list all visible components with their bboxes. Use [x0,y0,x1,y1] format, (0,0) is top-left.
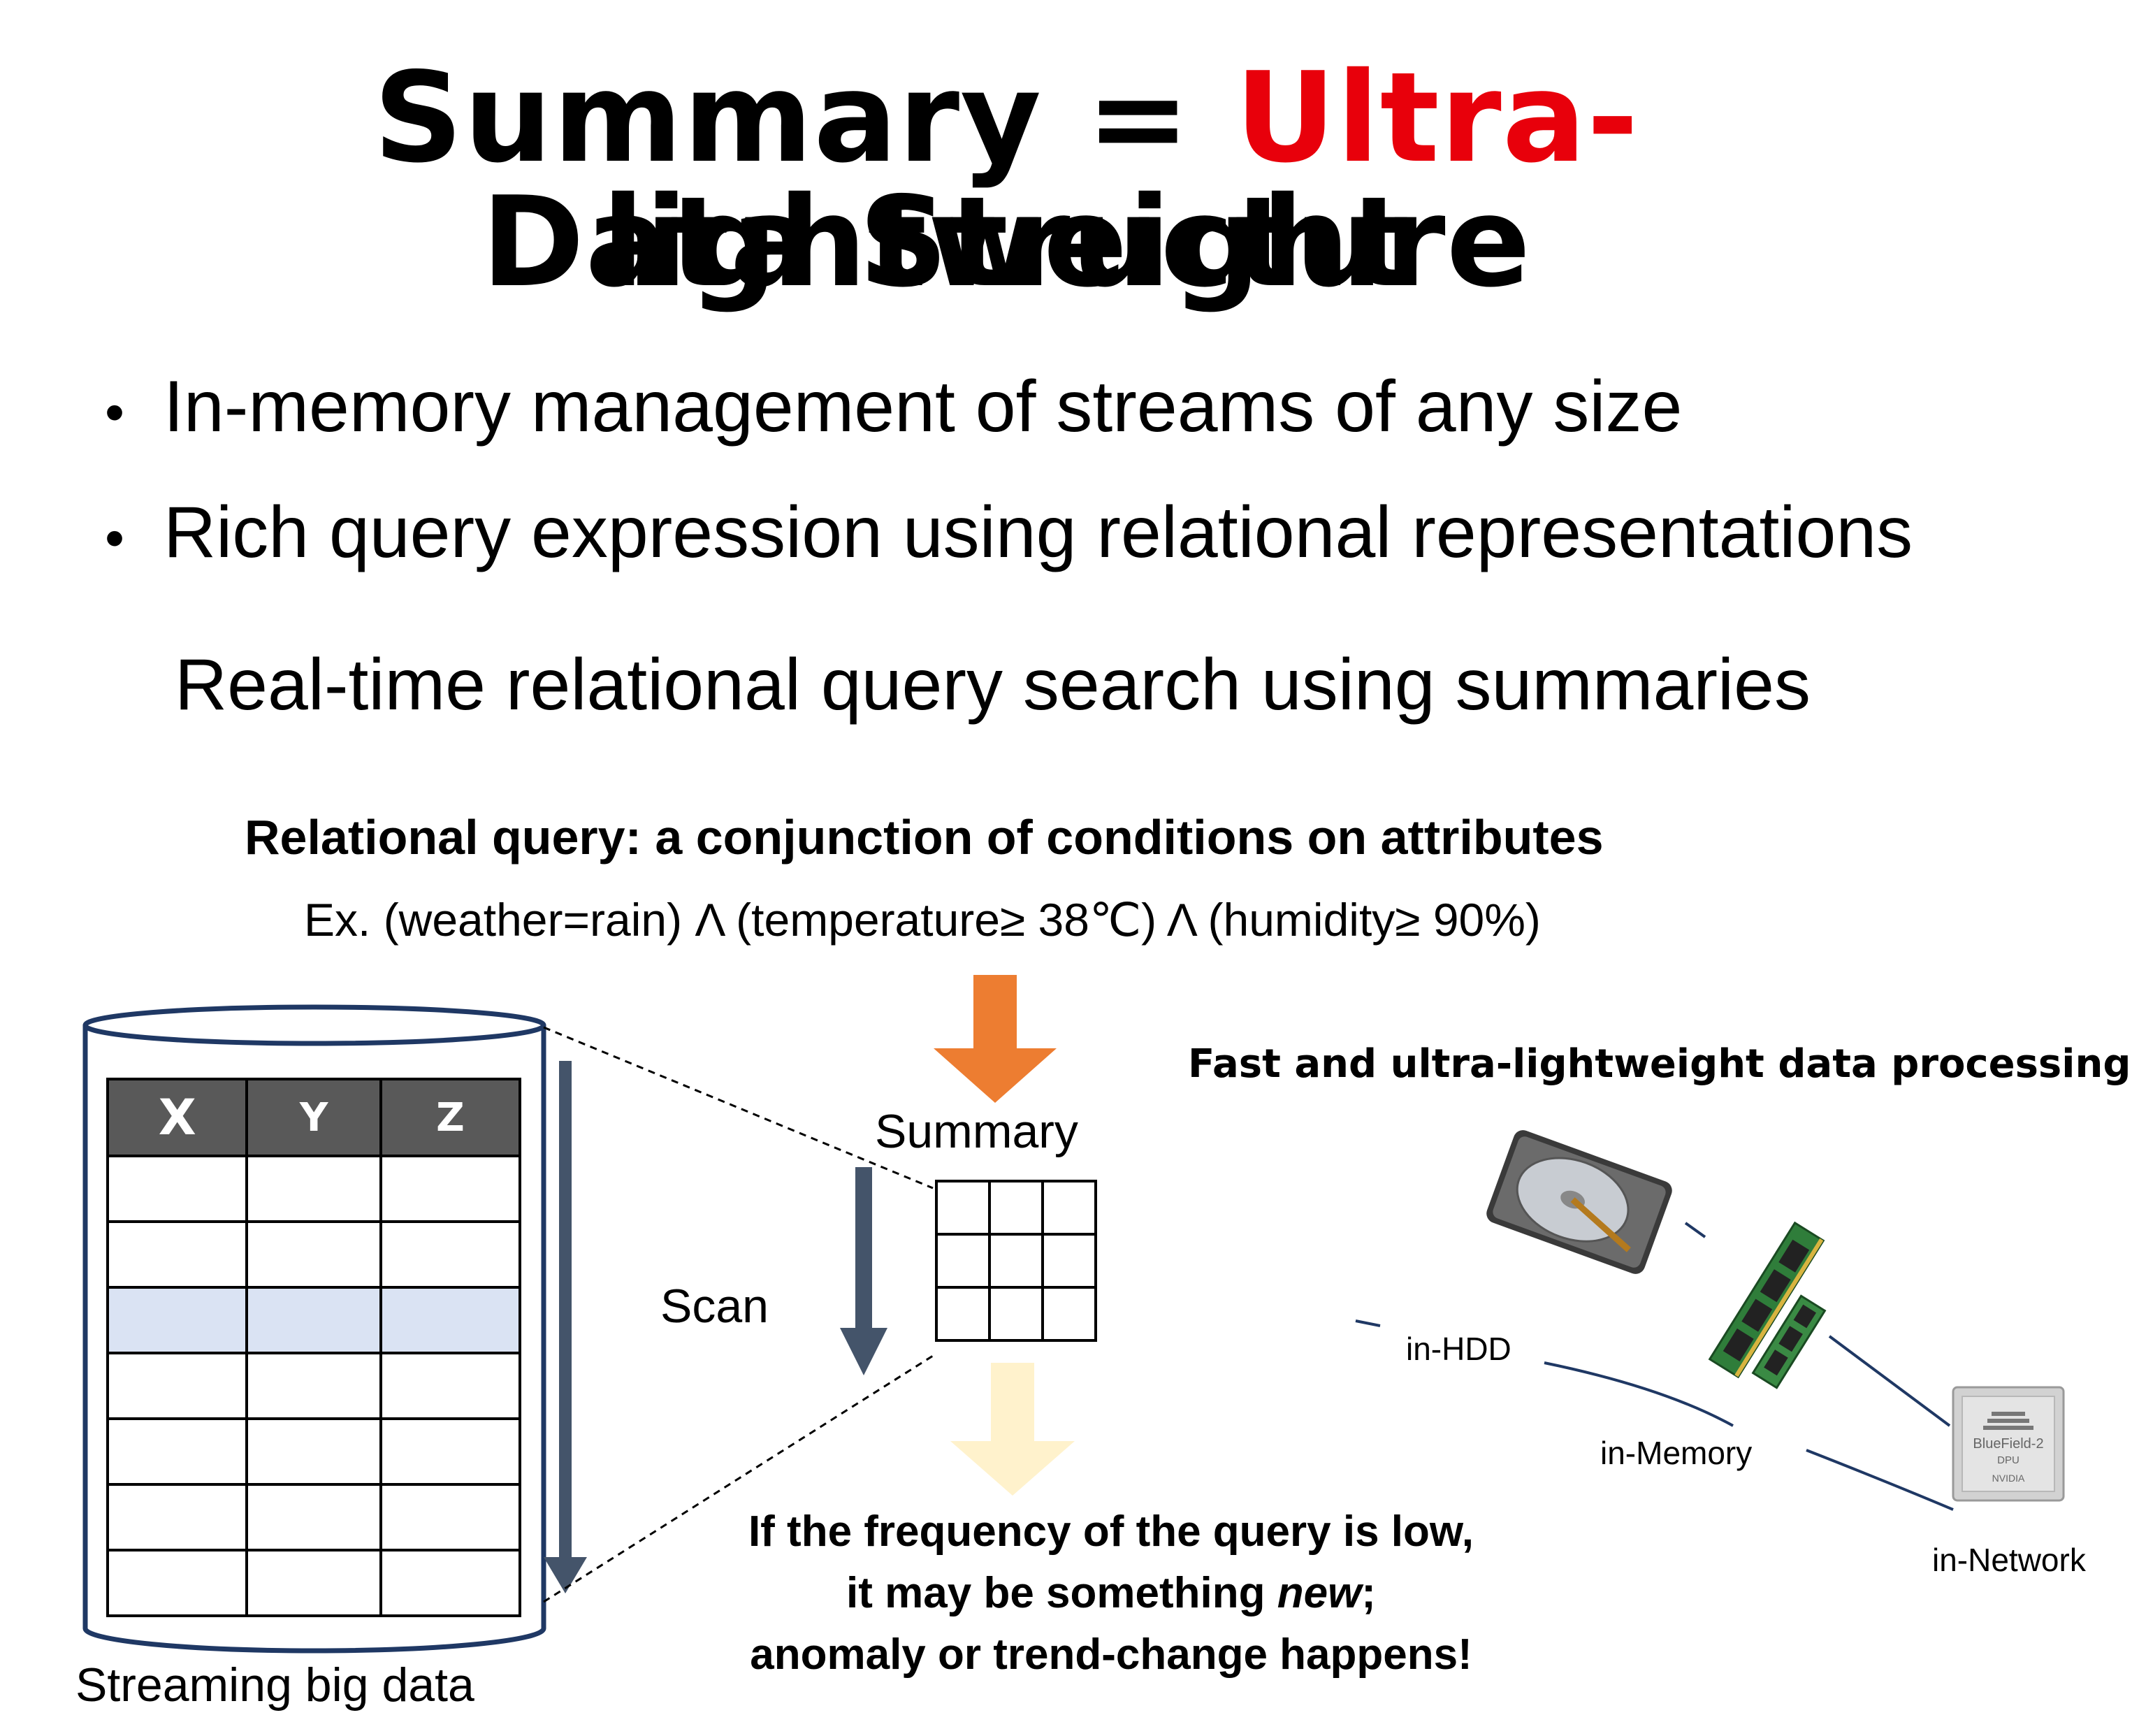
relational-query-example: Ex. (weather=rain) Λ (temperature≥ 38℃) … [304,894,1541,946]
table-row-highlighted [106,1286,522,1354]
result-arrow-icon [950,1363,1075,1496]
summary-grid [935,1180,1097,1342]
dpu-chip-icon: BlueField-2 DPU NVIDIA [1952,1386,2065,1502]
memory-icon [1708,1221,1825,1379]
dpu-brand-text: BlueField-2 [1973,1436,2043,1452]
streaming-label: Streaming big data [75,1658,474,1712]
query-arrow-icon [934,975,1057,1103]
table-row [106,1483,522,1551]
conclusion-new-word: new [1277,1569,1362,1617]
table-row [106,1220,522,1289]
table-header-y: Y [245,1078,382,1157]
dashed-line-bottom [543,1354,934,1603]
fast-processing-label: Fast and ultra-lightweight data processi… [1188,1041,2131,1087]
table-header-z: Z [379,1078,522,1157]
bullet-item-1: •In-memory management of streams of any … [105,370,1682,443]
conclusion-text: If the frequency of the query is low, it… [671,1501,1551,1686]
memory-icon-2 [1751,1294,1827,1389]
stream-arrow-icon [544,1061,587,1593]
conclusion-line-2-after: ; [1361,1569,1376,1617]
in-hdd-label: in-HDD [1406,1331,1511,1367]
table-row [106,1549,522,1617]
slide-title: Summary = Ultra-lightweight [0,56,2013,305]
conclusion-line-2-before: it may be something [846,1569,1277,1617]
in-memory-label: in-Memory [1600,1435,1753,1471]
in-network-label: in-Network [1932,1542,2086,1578]
summary-label: Summary [875,1105,1078,1158]
conclusion-line-3: anomaly or trend-change happens! [750,1630,1472,1679]
stream-data-table: X Y Z [106,1078,522,1617]
bullet-dot-icon: • [105,506,125,569]
relational-query-title: Relational query: a conjunction of condi… [245,810,1604,865]
hdd-icon [1486,1130,1672,1274]
bullet-text: Rich query expression using relational r… [164,492,1913,573]
dpu-maker-text: NVIDIA [1992,1473,2025,1484]
scan-arrow-icon [840,1167,887,1375]
conclusion-line-2: it may be something new; [671,1563,1551,1624]
slide-title-line2: Data Structure [481,170,1532,314]
connection-lines [1355,1222,1954,1511]
bullet-text: In-memory management of streams of any s… [164,366,1683,447]
title-suffix: lightweight [602,170,1411,314]
table-row [106,1352,522,1420]
scan-label: Scan [660,1280,769,1333]
conclusion-line-1: If the frequency of the query is low, [748,1507,1474,1556]
table-header-x: X [106,1078,249,1157]
subheading: Real-time relational query search using … [175,644,1811,725]
bullet-item-2: •Rich query expression using relational … [105,496,1913,569]
dpu-sub-text: DPU [1997,1454,2020,1466]
title-prefix: Summary = [373,45,1235,190]
title-highlight: Ultra- [1235,45,1639,190]
bullet-dot-icon: • [105,380,125,443]
table-row [106,1417,522,1486]
table-row [106,1155,522,1223]
